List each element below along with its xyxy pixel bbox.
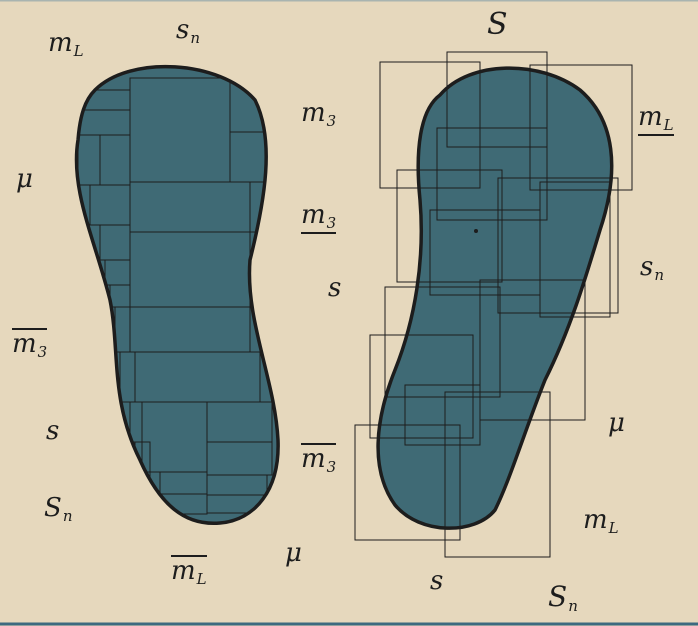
label-s-n-right: sn (640, 252, 665, 284)
label-S-n-left: Sn (44, 493, 73, 525)
label-m-l-top-left: mL (48, 28, 84, 60)
label-s-bottom-right: s (430, 566, 444, 596)
label-S-n-bottom-right: Sn (548, 580, 578, 615)
label-s-n-top: sn (176, 15, 201, 47)
label-mu-bottom: μ (285, 538, 302, 568)
right-footprint-outline (376, 66, 614, 530)
left-footprint-shape (76, 66, 279, 524)
label-s-left: s (46, 416, 60, 446)
label-s-mid: s (328, 273, 342, 303)
label-mu-right: μ (608, 408, 625, 438)
label-mu-left: μ (16, 164, 33, 194)
label-m-3-mid: m3 (301, 98, 337, 130)
label-m-l-overlined-bottom: mL (171, 555, 207, 588)
label-m-l-underlined-right: mL (638, 102, 674, 136)
right-covering-squares (354, 51, 633, 558)
label-S-top-right: S (487, 7, 508, 42)
label-m-3-overlined-mid: m3 (301, 443, 337, 476)
label-m-3-overlined-left: m3 (12, 328, 48, 361)
label-m-l-right: mL (583, 505, 619, 537)
left-footprint-outline (74, 64, 280, 525)
label-m-3-underlined: m3 (301, 200, 337, 234)
center-dot (474, 229, 478, 233)
right-footprint-shape (378, 68, 612, 529)
